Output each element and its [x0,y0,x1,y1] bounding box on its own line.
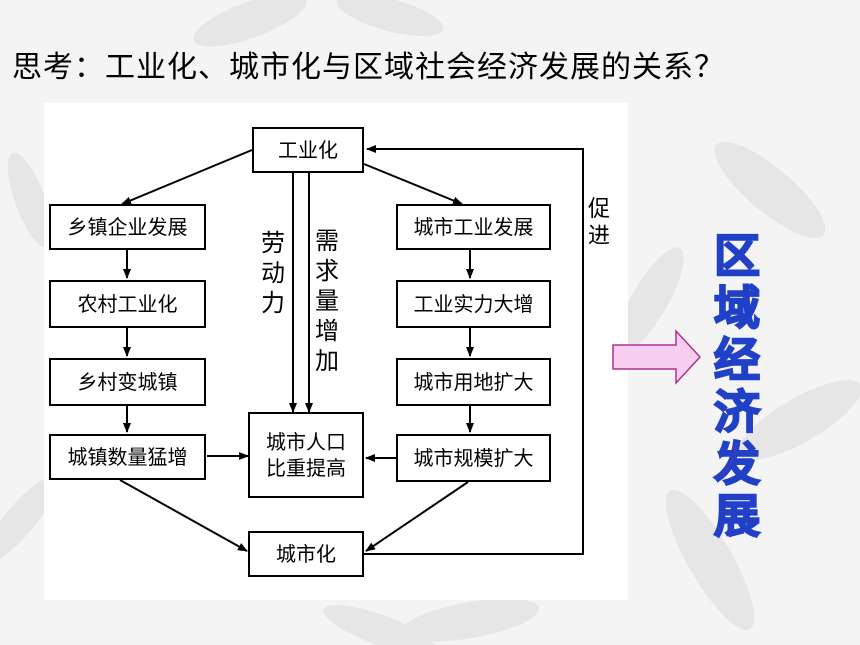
box-urban-population: 城市人口 比重提高 [248,412,364,498]
box-city-industry: 城市工业发展 [396,204,551,250]
box-township-enterprise: 乡镇企业发展 [49,204,206,250]
box-urban-land: 城市用地扩大 [396,358,551,406]
box-town-count-surge: 城镇数量猛增 [49,434,206,480]
box-urban-population-line1: 城市人口 [266,430,346,454]
box-city-scale: 城市规模扩大 [396,434,551,482]
label-demand: 需求量增加 [315,227,339,375]
box-village-to-town: 乡村变城镇 [49,358,206,406]
result-regional-economy: 区域经济发展 [713,229,761,543]
box-industrialization: 工业化 [252,127,364,173]
label-labor: 劳动力 [261,229,285,317]
box-rural-industrialization: 农村工业化 [49,280,206,328]
box-urbanization: 城市化 [248,531,364,577]
page-title: 思考：工业化、城市化与区域社会经济发展的关系？ [12,50,725,85]
label-promote: 促进 [587,197,610,249]
box-urban-population-line2: 比重提高 [266,456,346,480]
box-industrial-strength: 工业实力大增 [396,280,551,328]
